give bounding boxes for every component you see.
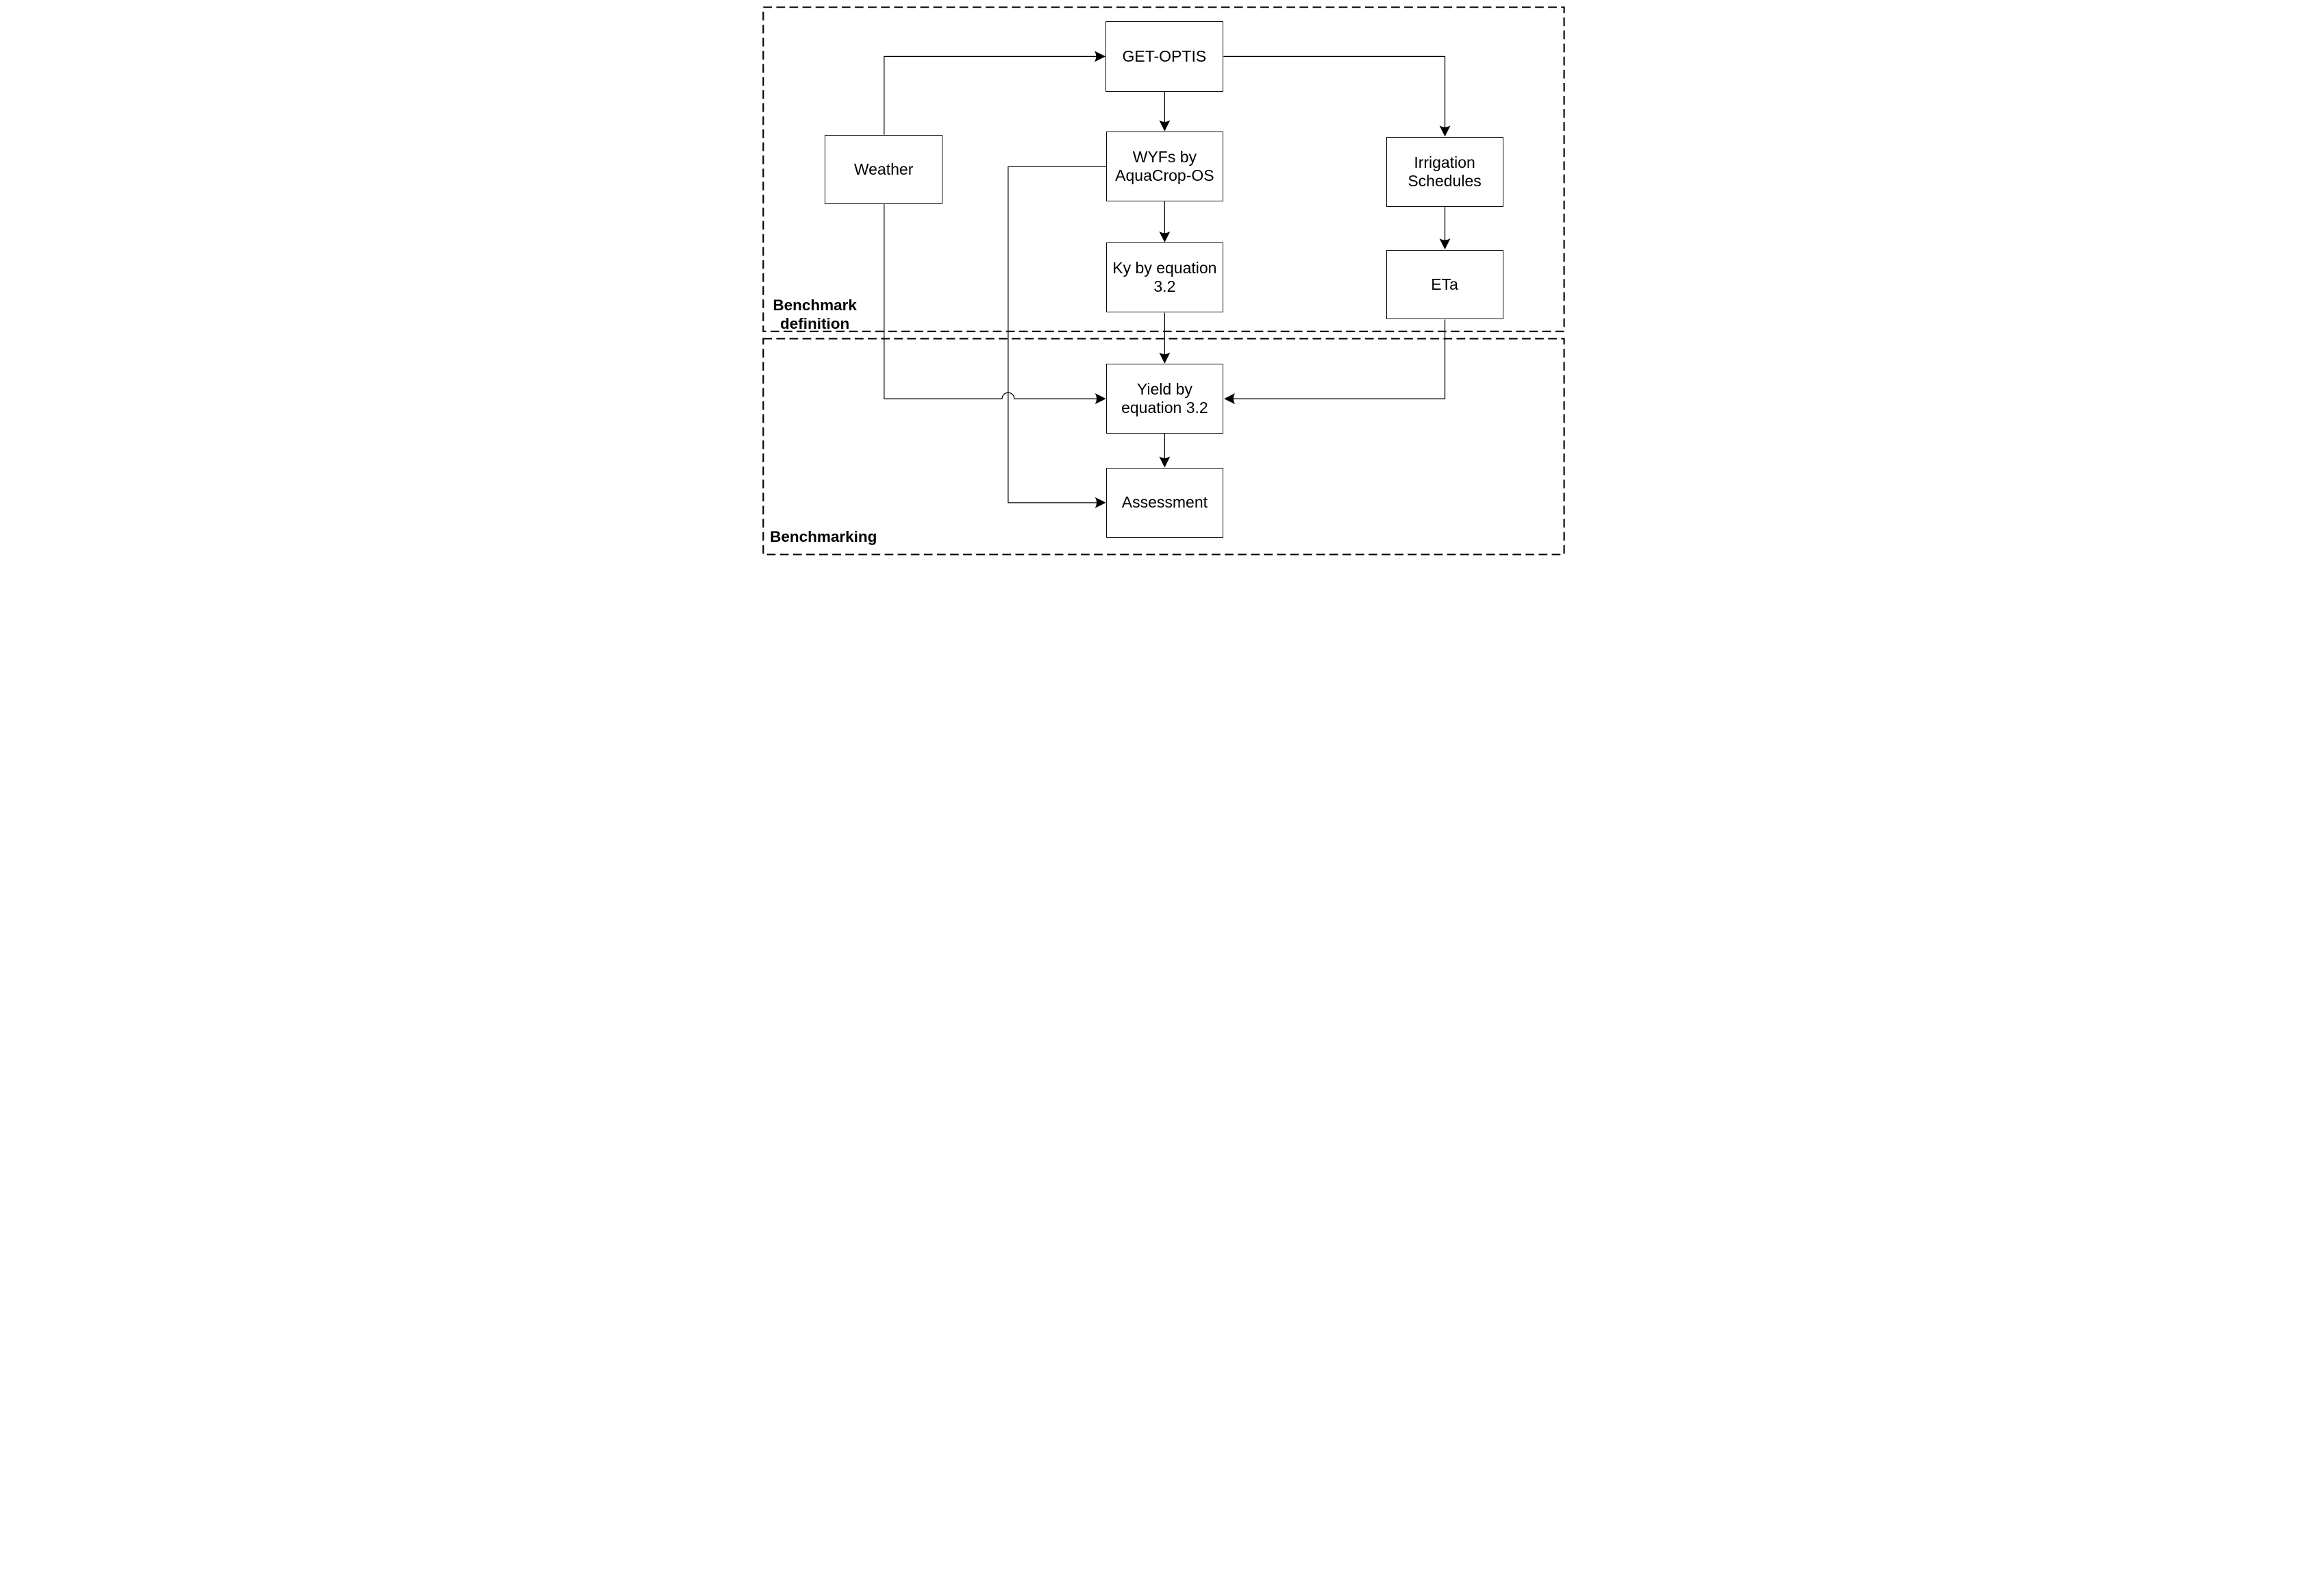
node-irrigation-schedules: Irrigation Schedules — [1386, 136, 1503, 207]
node-eta: ETa — [1386, 249, 1503, 320]
node-weather-label: Weather — [853, 160, 914, 178]
benchmarking-region-border — [762, 338, 1565, 556]
edge-weather-to-get-optis — [883, 51, 1105, 135]
benchmark-definition-region-border — [762, 6, 1565, 332]
node-get-optis: GET-OPTIS — [1105, 21, 1223, 92]
node-get-optis-label: GET-OPTIS — [1122, 47, 1207, 66]
node-yield: Yield by equation 3.2 — [1105, 364, 1224, 434]
node-wyfs: WYFs by AquaCrop-OS — [1105, 132, 1224, 202]
node-ky: Ky by equation 3.2 — [1105, 242, 1224, 313]
node-ky-label: Ky by equation 3.2 — [1112, 259, 1217, 296]
edge-get-optis-to-irrigation-schedules — [1223, 55, 1451, 137]
benchmarking-region-label: Benchmarking — [770, 527, 877, 545]
node-weather: Weather — [825, 134, 943, 205]
edge-wyfs-to-assessment — [1007, 166, 1106, 508]
connector-layer — [762, 6, 1565, 556]
benchmark-definition-region-label: Benchmark definition — [773, 297, 857, 333]
node-wyfs-label: WYFs by AquaCrop-OS — [1115, 148, 1214, 185]
edge-weather-to-yield — [883, 204, 1106, 405]
node-eta-label: ETa — [1431, 275, 1458, 294]
node-yield-label: Yield by equation 3.2 — [1121, 380, 1208, 417]
node-assessment-label: Assessment — [1121, 493, 1208, 512]
node-irrigation-schedules-label: Irrigation Schedules — [1408, 153, 1482, 190]
edge-eta-to-yield — [1223, 319, 1445, 405]
flowchart-canvas: GET-OPTIS Weather WYFs by AquaCrop-OS Ir… — [751, 0, 1573, 564]
node-assessment: Assessment — [1105, 467, 1224, 538]
